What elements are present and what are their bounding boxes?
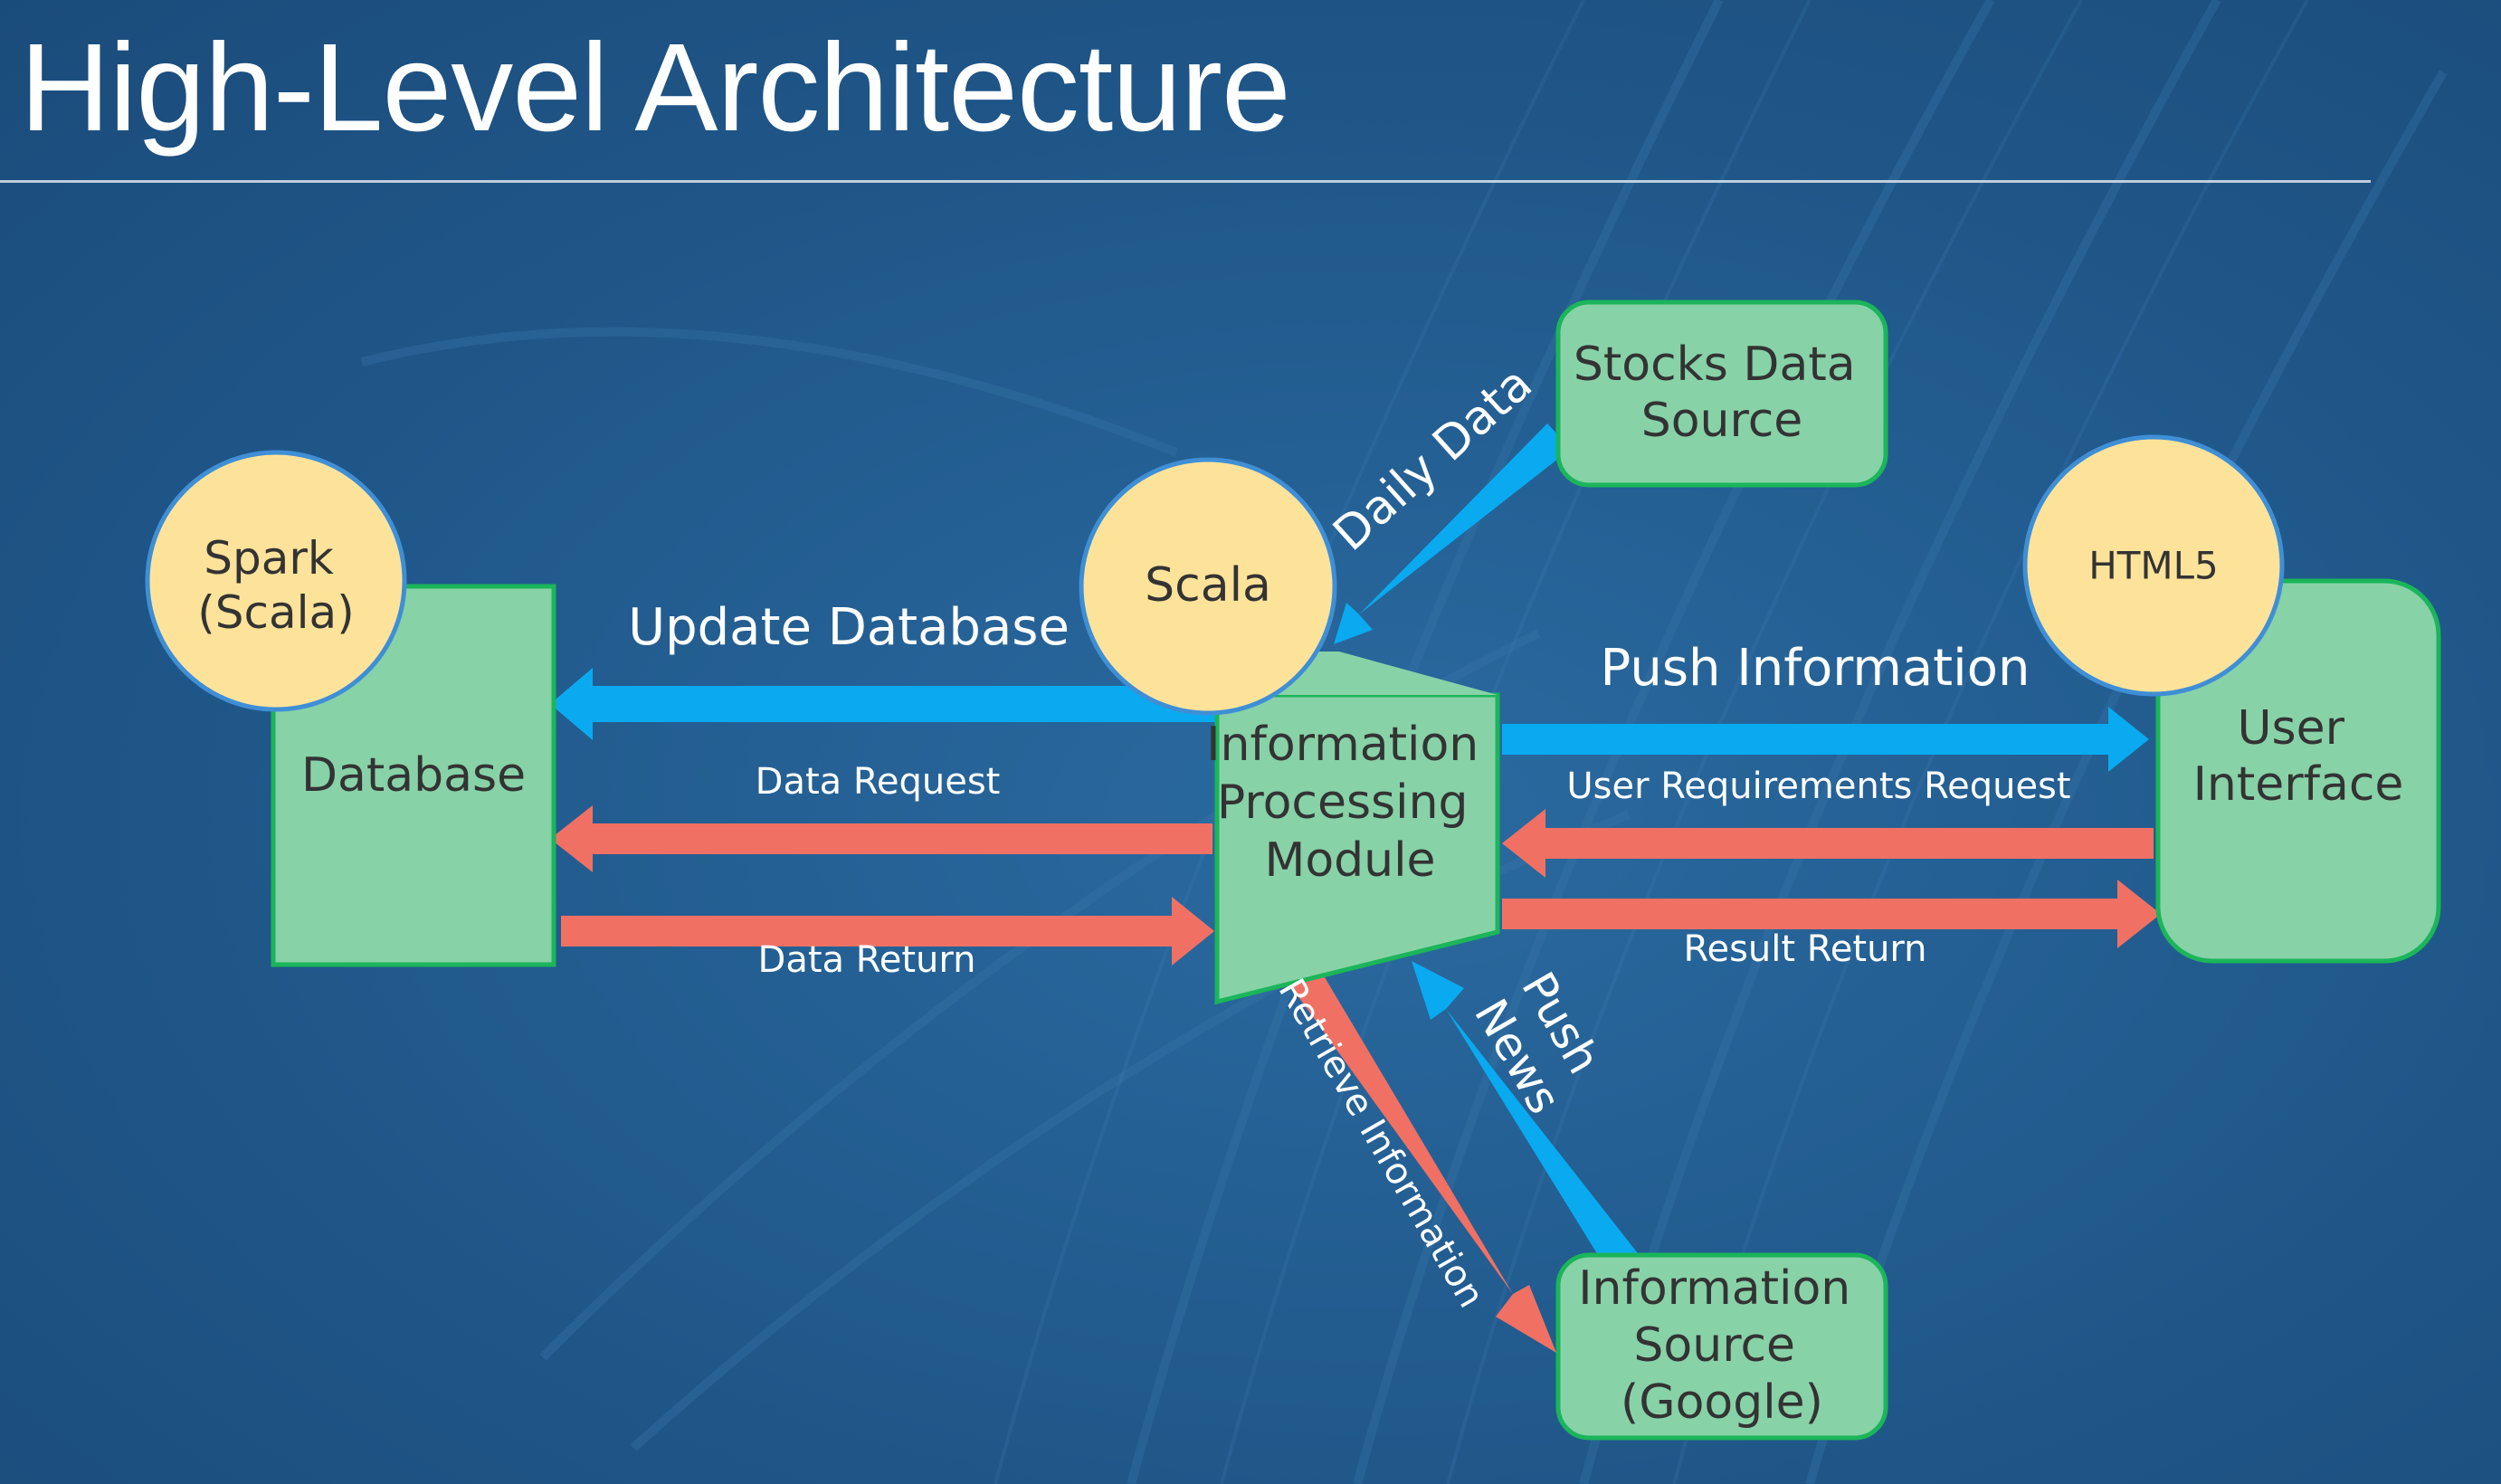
arrow-retrieve-information [1288,968,1556,1353]
push-news-label: Push News [1464,963,1618,1122]
user-requirements-request-label: User Requirements Request [1566,766,2070,807]
retrieve-information-label: Retrieve Information [1270,972,1492,1315]
scala-tech-circle [1079,457,1337,716]
spark-tech-circle [145,450,407,712]
arrow-update-database [550,668,1231,740]
html5-tech-label: HTML5 [2088,544,2219,588]
data-request-label: Data Request [756,761,1001,803]
user-interface-node [2155,578,2441,964]
stocks-data-source-label: Stocks Data Source [1574,338,1870,448]
data-return-label: Data Return [758,939,976,981]
push-information-label: Push Information [1601,639,2030,698]
update-database-label: Update Database [628,598,1070,657]
database-node [271,584,556,967]
title-divider [0,180,2371,183]
arrow-push-information [1502,707,2149,772]
database-label: Database [301,748,526,803]
information-processing-module-label: Information Processing Module [1206,718,1494,888]
html5-tech-circle [2022,434,2285,697]
arrow-user-requirements-request [1502,809,2154,878]
arrow-data-return [561,897,1214,966]
information-source-google-label: Information Source (Google) [1578,1261,1866,1430]
scala-tech-label: Scala [1145,558,1271,613]
spark-tech-label: Spark (Scala) [197,532,354,639]
user-interface-label: User Interface [2193,701,2404,812]
result-return-label: Result Return [1683,928,1926,970]
arrow-result-return [1502,880,2161,948]
slide-title: High-Level Architecture [20,18,1291,157]
arrow-push-news [1412,961,1638,1267]
stocks-data-source-node [1555,300,1888,488]
arrow-data-request [550,805,1212,872]
arrow-daily-data [1334,423,1571,644]
daily-data-label: Daily Data [1323,357,1542,562]
information-source-google-node [1555,1252,1888,1441]
